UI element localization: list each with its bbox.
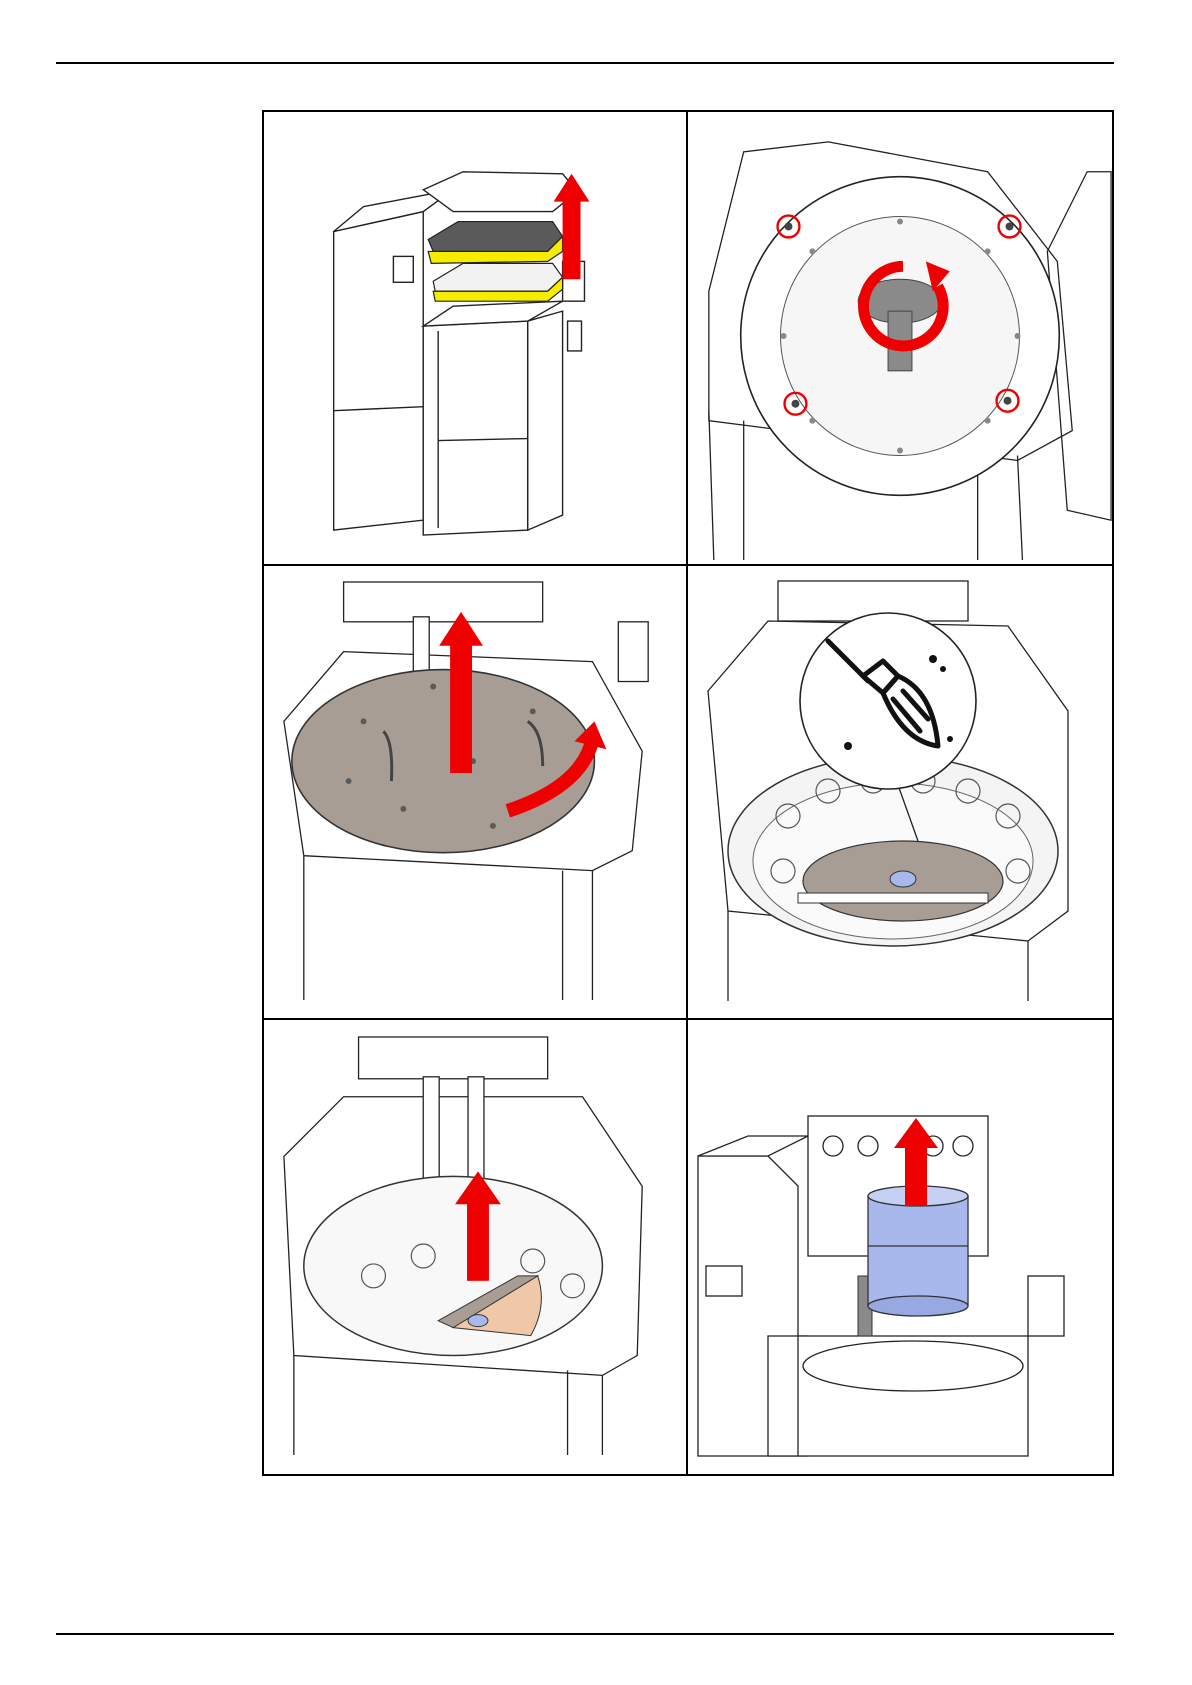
figure-4-clean-interior (688, 566, 1112, 1020)
cleaning-brush-icon (688, 566, 1112, 1018)
figure-1-lift-lid (264, 112, 688, 566)
rotate-wing-nut-icon (688, 112, 1112, 564)
lift-container-arrow-icon (688, 1020, 1112, 1474)
footer-rule (56, 1633, 1114, 1635)
instruction-figure-grid (262, 110, 1114, 1476)
figure-2-remove-wing-nuts (688, 112, 1112, 566)
header-rule (56, 62, 1114, 64)
figure-3-lift-plate (264, 566, 688, 1020)
lift-lid-arrow-icon (264, 112, 686, 564)
figure-5-lift-disc (264, 1020, 688, 1474)
lift-rotate-plate-icon (264, 566, 686, 1018)
figure-6-lift-container (688, 1020, 1112, 1474)
lift-disc-arrow-icon (264, 1020, 686, 1474)
